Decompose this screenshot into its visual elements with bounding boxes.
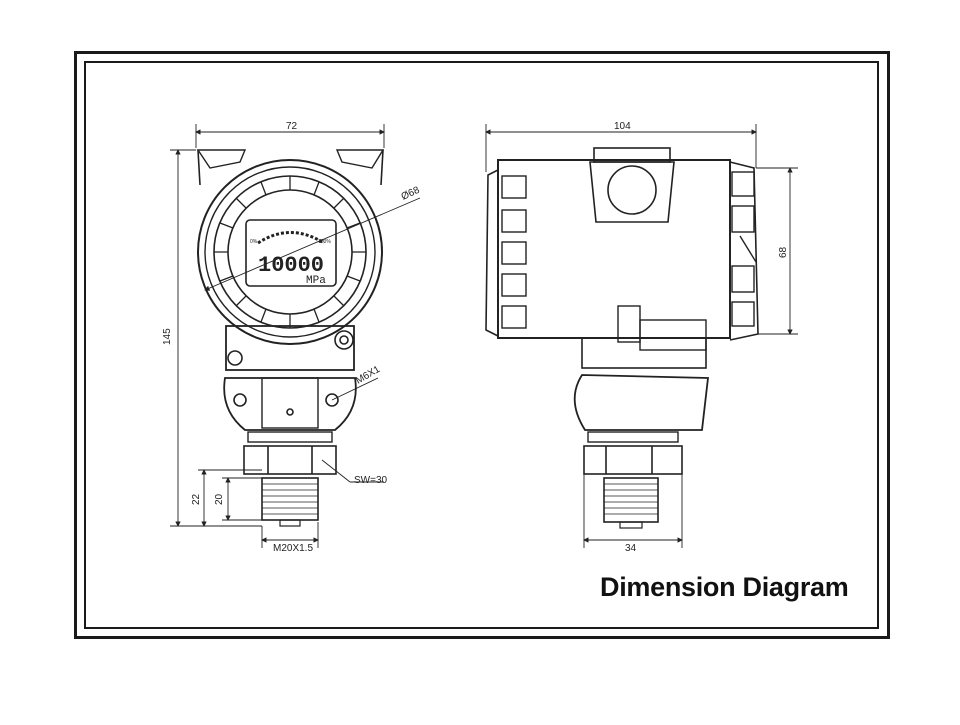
front-dimension-lines (170, 124, 421, 548)
dim-width-72: 72 (286, 121, 298, 132)
side-dimension-lines (485, 124, 798, 548)
diagram-caption: Dimension Diagram (600, 572, 849, 602)
lcd-scale-left: 0% (250, 239, 258, 245)
dim-m6: M6X1 (354, 364, 383, 387)
outer-frame (74, 51, 890, 639)
dim-sw30: SW=30 (354, 475, 388, 486)
lcd-scale-right: 100% (318, 239, 331, 245)
dim-width-104: 104 (614, 121, 631, 132)
dim-height-68: 68 (778, 246, 789, 258)
lcd-reading: 10000 (258, 253, 324, 278)
lcd-unit: MPa (306, 275, 326, 287)
inner-frame (84, 61, 879, 629)
front-view (196, 149, 385, 527)
dim-20: 20 (214, 493, 225, 505)
dim-22: 22 (191, 493, 202, 505)
dim-height-145: 145 (162, 328, 173, 345)
dim-diameter: Ø68 (400, 185, 422, 203)
dim-base-34: 34 (625, 543, 637, 554)
dim-thread-size: M20X1.5 (273, 543, 313, 554)
side-view (485, 147, 759, 529)
